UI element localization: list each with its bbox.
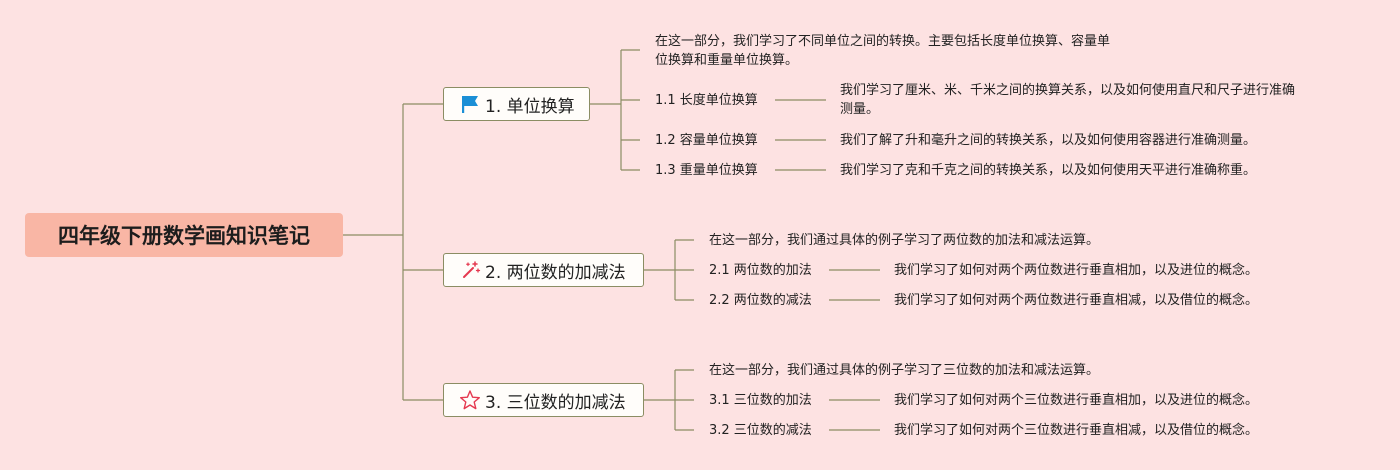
- topic-two-digit-add-sub[interactable]: 2. 两位数的加减法: [443, 253, 644, 287]
- star-icon: [459, 389, 481, 411]
- topic-intro: 位换算和重量单位换算。: [655, 53, 799, 68]
- subtopic-description: 我们学习了如何对两个三位数进行垂直相加，以及进位的概念。: [894, 393, 1259, 408]
- root-title: 四年级下册数学画知识笔记: [58, 224, 310, 248]
- flag-icon: [459, 93, 481, 115]
- topic-unit-conversion[interactable]: 1. 单位换算: [443, 87, 590, 121]
- topic-label: 1. 单位换算: [485, 96, 575, 117]
- subtopic-description: 我们学习了如何对两个三位数进行垂直相减，以及借位的概念。: [894, 423, 1259, 438]
- topic-label: 2. 两位数的加减法: [485, 262, 626, 283]
- subtopic-label[interactable]: 1.3 重量单位换算: [655, 163, 758, 178]
- subtopic-description: 我们学习了如何对两个两位数进行垂直相减，以及借位的概念。: [894, 293, 1259, 308]
- topic-label: 3. 三位数的加减法: [485, 392, 626, 413]
- subtopic-label[interactable]: 1.1 长度单位换算: [655, 93, 758, 108]
- subtopic-label[interactable]: 1.2 容量单位换算: [655, 133, 758, 148]
- root-node[interactable]: 四年级下册数学画知识笔记: [25, 213, 343, 257]
- subtopic-label[interactable]: 3.2 三位数的减法: [709, 423, 812, 438]
- subtopic-description: 我们学习了厘米、米、千米之间的换算关系，以及如何使用直尺和尺子进行准确: [840, 83, 1296, 98]
- subtopic-description: 我们学习了如何对两个两位数进行垂直相加，以及进位的概念。: [894, 263, 1259, 278]
- topic-intro: 在这一部分，我们学习了不同单位之间的转换。主要包括长度单位换算、容量单: [655, 34, 1111, 49]
- topic-three-digit-add-sub[interactable]: 3. 三位数的加减法: [443, 383, 644, 417]
- magic-wand-icon: [459, 259, 481, 281]
- subtopic-label[interactable]: 2.1 两位数的加法: [709, 263, 812, 278]
- subtopic-label[interactable]: 2.2 两位数的减法: [709, 293, 812, 308]
- subtopic-description: 测量。: [840, 102, 880, 117]
- subtopic-label[interactable]: 3.1 三位数的加法: [709, 393, 812, 408]
- topic-intro: 在这一部分，我们通过具体的例子学习了三位数的加法和减法运算。: [709, 363, 1100, 378]
- subtopic-description: 我们学习了克和千克之间的转换关系，以及如何使用天平进行准确称重。: [840, 163, 1257, 178]
- subtopic-description: 我们了解了升和毫升之间的转换关系，以及如何使用容器进行准确测量。: [840, 133, 1257, 148]
- topic-intro: 在这一部分，我们通过具体的例子学习了两位数的加法和减法运算。: [709, 233, 1100, 248]
